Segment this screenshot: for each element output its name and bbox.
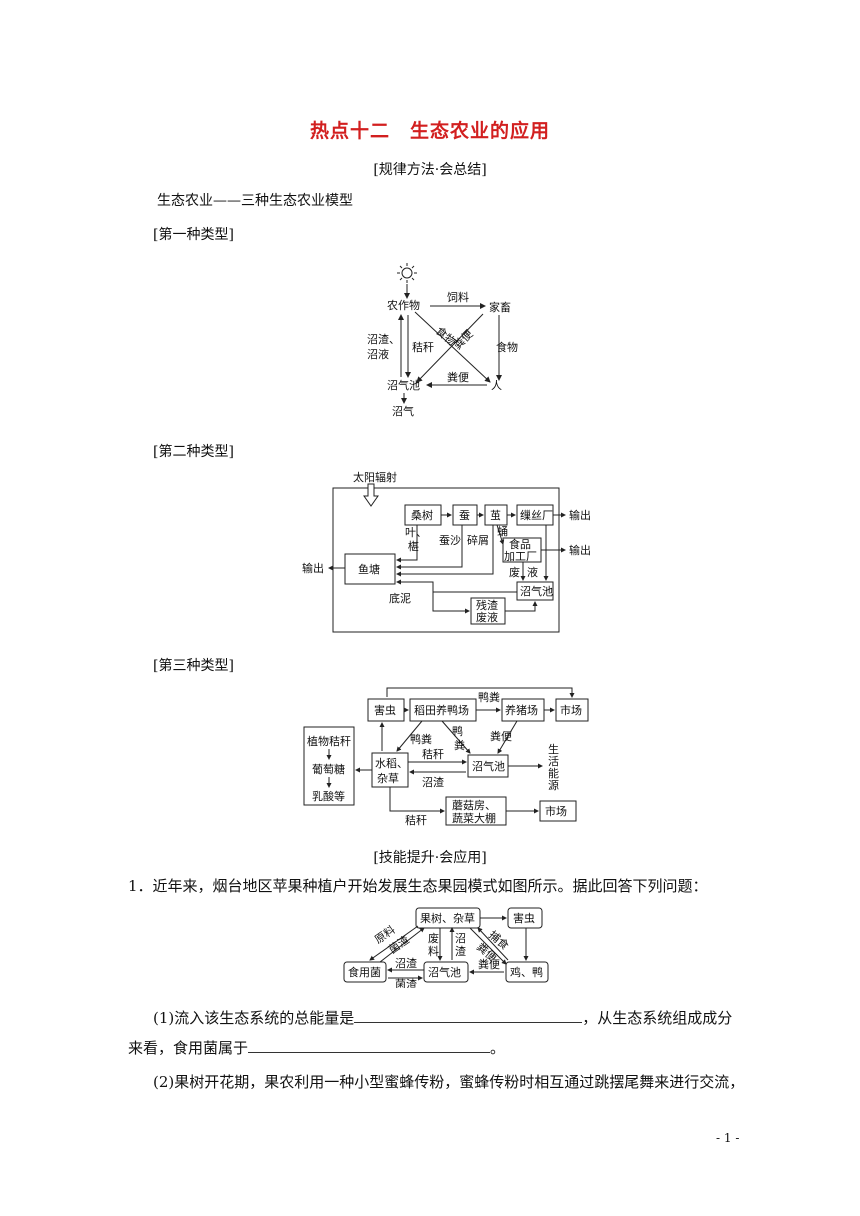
label-feed: 饲料 [447, 290, 469, 304]
question-1-1-line1: (1)流入该生态系统的总能量是 ，从生态系统组成成分 [153, 1003, 732, 1033]
node-biogas: 沼气池 [520, 584, 553, 598]
label-duck-manure-a: 鸭粪 [478, 690, 500, 704]
label-residue1: 沼 [455, 931, 466, 945]
label-residue-b: 沼渣 [395, 956, 417, 970]
label-waste1: 废 [428, 931, 439, 945]
node-rice1: 水稻、 [375, 757, 408, 770]
node-residue1: 残渣 [476, 598, 498, 612]
node-trees: 果树、杂草 [420, 911, 475, 925]
label-energy4: 源 [548, 778, 559, 792]
answer-blank-energy[interactable] [354, 1006, 583, 1023]
node-plant1: 植物秸秆 [307, 734, 351, 748]
label-straw: 秸秆 [412, 341, 434, 354]
node-fungus: 食用菌 [348, 965, 381, 979]
node-foodproc1: 食品 [509, 537, 531, 551]
node-mush2: 蔬菜大棚 [452, 811, 496, 825]
node-poultry: 鸡、鸭 [510, 965, 543, 979]
label-waste1: 废 [509, 565, 520, 579]
label-waste2: 料 [428, 944, 439, 958]
node-mulberry: 桑树 [411, 508, 433, 522]
label-leaf2: 椹 [408, 540, 419, 553]
node-plant2: 葡萄糖 [312, 762, 345, 776]
diagram-type2: 太阳辐射 桑树 蚕 茧 缫丝厂 输出 食品 加工厂 蛹 输出 鱼塘 输出 叶、 … [302, 470, 591, 633]
page-title: 热点十二 生态农业的应用 [309, 120, 550, 142]
node-market-b: 市场 [545, 804, 567, 818]
label-straw-b: 秸秆 [405, 814, 427, 827]
label-manure-b: 粪便 [447, 370, 469, 384]
diagram-question1: 果树、杂草 害虫 食用菌 沼气池 鸡、鸭 原料 菌渣 废 料 沼 渣 捕食 粪便… [343, 907, 549, 988]
section-heading-skills: [技能提升·会应用] [373, 850, 487, 866]
node-foodproc2: 加工厂 [504, 550, 537, 563]
node-rice2: 杂草 [377, 772, 399, 785]
node-livestock: 家畜 [489, 300, 511, 314]
node-plant3: 乳酸等 [312, 789, 345, 803]
label-energy3: 能 [548, 766, 559, 780]
type3-label: [第三种类型] [153, 658, 234, 674]
label-energy2: 活 [548, 755, 559, 768]
label-sediment: 底泥 [389, 591, 411, 605]
type1-label: [第一种类型] [153, 227, 234, 243]
node-mush1: 蘑菇房、 [452, 798, 496, 812]
node-duckfarm: 稻田养鸭场 [414, 703, 469, 717]
label-leaf1: 叶、 [405, 526, 427, 539]
label-residue: 沼渣 [422, 775, 444, 789]
node-biogas: 沼气池 [428, 965, 461, 979]
intro-text: 生态农业——三种生态农业模型 [157, 193, 353, 209]
label-manure: 粪便 [490, 729, 512, 743]
label-sun: 太阳辐射 [353, 470, 397, 484]
label-food-b: 食物 [496, 340, 518, 354]
label-straw-a: 秸秆 [422, 748, 444, 761]
node-pests: 害虫 [513, 911, 535, 925]
node-silkworm: 蚕 [459, 509, 470, 522]
label-duck-manure-c2: 粪 [454, 738, 465, 752]
label-silk-sand: 蚕沙 [439, 534, 461, 547]
node-residue2: 废液 [476, 610, 498, 624]
diagram-type1: 农作物 家畜 饲料 食物 粪便 食物 沼气池 人 粪便 秸秆 沼渣、 沼液 沼气 [367, 263, 518, 418]
q1-1-prefix2: 来看，食用菌属于 [128, 1039, 249, 1057]
node-fishpond: 鱼塘 [358, 562, 380, 576]
label-output-a: 输出 [569, 508, 591, 522]
label-output-c: 输出 [302, 561, 324, 575]
node-cocoon: 茧 [490, 509, 501, 522]
question-1-text: 1．近年来，烟台地区苹果种植户开始发展生态果园模式如图所示。据此回答下列问题： [128, 877, 708, 895]
q1-1-suffix: ，从生态系统组成成分 [582, 1009, 733, 1027]
label-waste2: 液 [527, 565, 538, 579]
label-residue2: 渣 [455, 944, 466, 958]
node-pests: 害虫 [374, 703, 396, 717]
label-pupa: 蛹 [497, 525, 508, 538]
question-1-2-text: (2)果树开花期，果农利用一种小型蜜蜂传粉，蜜蜂传粉时相互通过跳摆尾舞来进行交流… [153, 1073, 745, 1091]
question-1-1-line2: 来看，食用菌属于 。 [128, 1033, 505, 1063]
diagram-type3: 害虫 稻田养鸭场 养猪场 鸭粪 市场 植物秸秆 葡萄糖 乳酸等 水稻、 杂草 鸭… [303, 687, 589, 827]
label-residue1: 沼渣、 [367, 332, 400, 346]
type2-label: [第二种类型] [153, 444, 234, 460]
node-factory: 缫丝厂 [520, 508, 553, 522]
node-market-a: 市场 [560, 703, 582, 717]
section-heading-methods: [规律方法·会总结] [373, 162, 487, 178]
node-crop: 农作物 [387, 298, 420, 312]
label-energy1: 生 [548, 742, 559, 756]
label-manure-b: 粪便 [478, 957, 500, 971]
label-duck-manure-b: 鸭粪 [410, 732, 432, 746]
node-person: 人 [491, 379, 502, 392]
q1-1-prefix: (1)流入该生态系统的总能量是 [153, 1009, 355, 1027]
label-output-b: 输出 [569, 543, 591, 557]
node-pigfarm: 养猪场 [505, 703, 538, 717]
page-number: - 1 - [716, 1131, 740, 1145]
node-biogas: 沼气池 [472, 759, 505, 773]
answer-blank-fungus[interactable] [248, 1036, 491, 1053]
label-residue2: 沼液 [367, 347, 389, 361]
node-biogas: 沼气池 [387, 378, 420, 392]
label-fungus-residue-b: 菌渣 [395, 977, 417, 988]
label-debris: 碎屑 [467, 533, 489, 547]
q1-1-end: 。 [490, 1039, 506, 1057]
node-gas: 沼气 [392, 404, 414, 418]
sun-icon [397, 263, 417, 283]
label-duck-manure-c1: 鸭 [452, 725, 463, 738]
